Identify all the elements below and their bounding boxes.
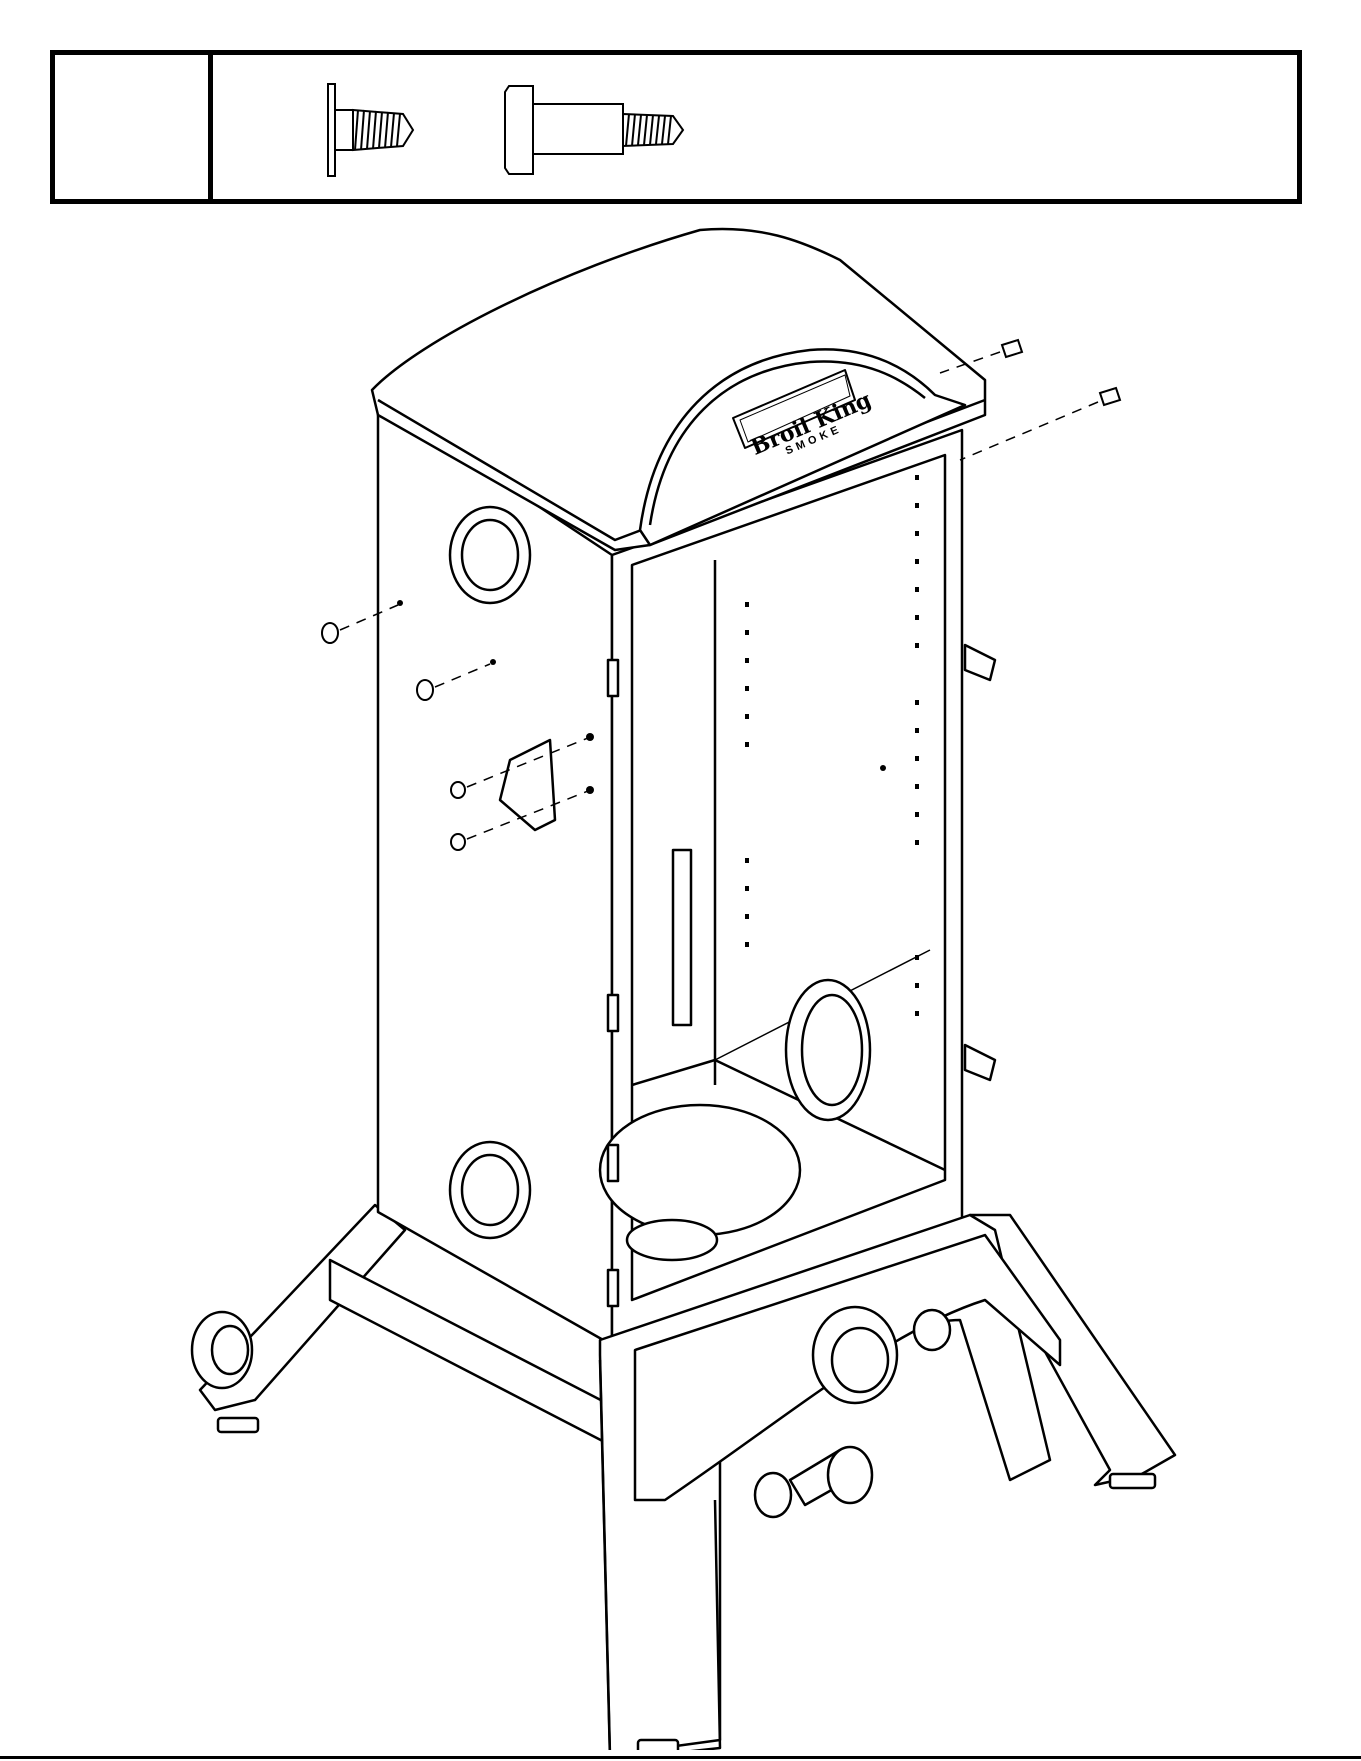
step-number-cell: [55, 55, 213, 199]
shoulder-bolt-icon: [503, 80, 703, 180]
bottom-rule: [0, 1756, 1361, 1759]
parts-cell: [213, 55, 1297, 199]
hardware-panel: [50, 50, 1302, 204]
shoulder-screw-icon: [318, 80, 428, 180]
vertical-smoker-icon: Broil King SMOKE: [0, 220, 1361, 1750]
